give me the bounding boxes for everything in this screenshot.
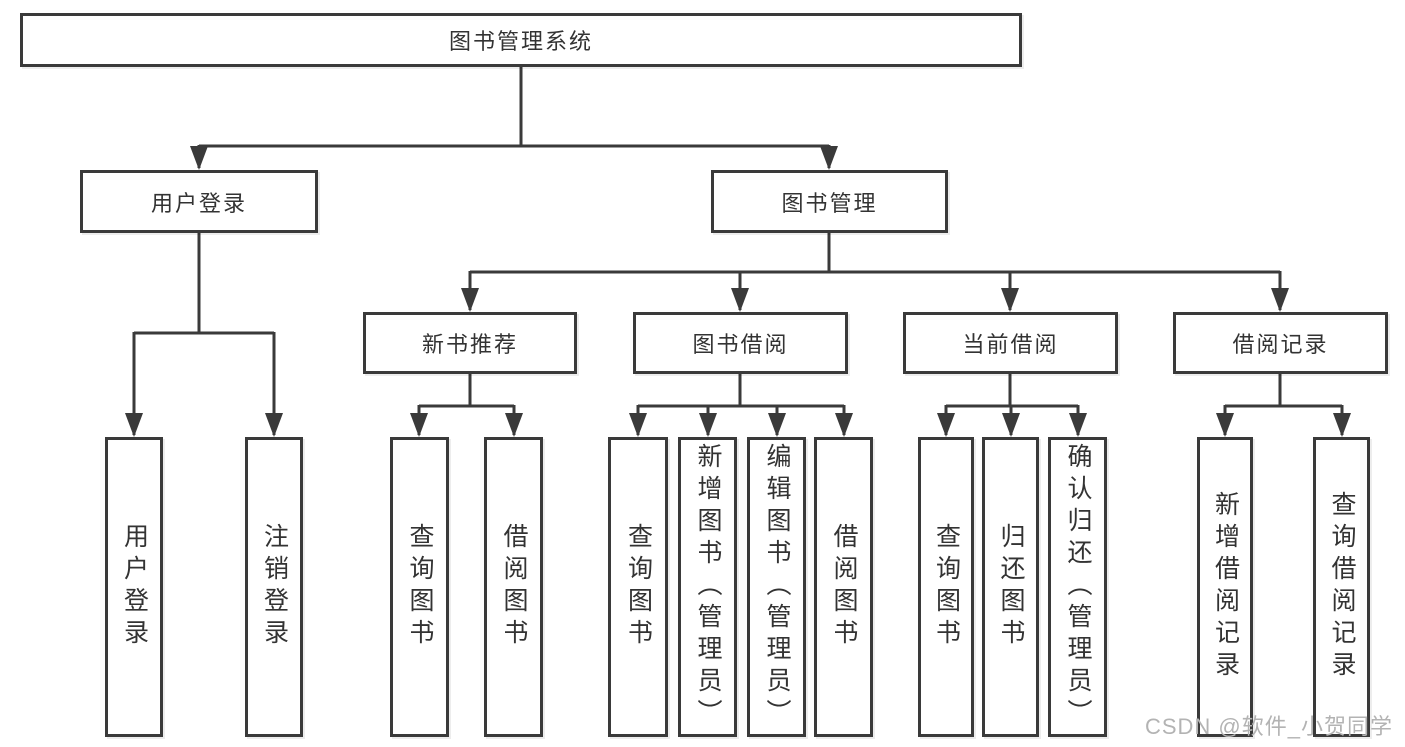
leaf-confirm-return-admin: 确认归还（管理员） <box>1048 437 1107 737</box>
leaf-add-borrow-record: 新增借阅记录 <box>1197 437 1253 737</box>
leaf-borrow-book: 借阅图书 <box>814 437 873 737</box>
leaf-return-book: 归还图书 <box>982 437 1039 737</box>
node-root: 图书管理系统 <box>20 13 1022 67</box>
leaf-add-book-admin: 新增图书（管理员） <box>678 437 737 737</box>
watermark: CSDN @软件_小贺同学 <box>1144 714 1393 739</box>
node-user-login: 用户登录 <box>80 170 318 233</box>
leaf-query-book-current: 查询图书 <box>918 437 974 737</box>
leaf-borrow-book-recommend: 借阅图书 <box>484 437 543 737</box>
node-current-borrow: 当前借阅 <box>903 312 1118 374</box>
node-book-borrow: 图书借阅 <box>633 312 848 374</box>
leaf-logout-login: 注销登录 <box>245 437 303 737</box>
leaf-query-book-borrow: 查询图书 <box>608 437 668 737</box>
node-borrow-record: 借阅记录 <box>1173 312 1388 374</box>
node-book-management: 图书管理 <box>711 170 948 233</box>
node-new-book-recommend: 新书推荐 <box>363 312 577 374</box>
leaf-edit-book-admin: 编辑图书（管理员） <box>747 437 806 737</box>
leaf-query-book-recommend: 查询图书 <box>390 437 449 737</box>
leaf-query-borrow-record: 查询借阅记录 <box>1313 437 1370 737</box>
leaf-user-login: 用户登录 <box>105 437 163 737</box>
